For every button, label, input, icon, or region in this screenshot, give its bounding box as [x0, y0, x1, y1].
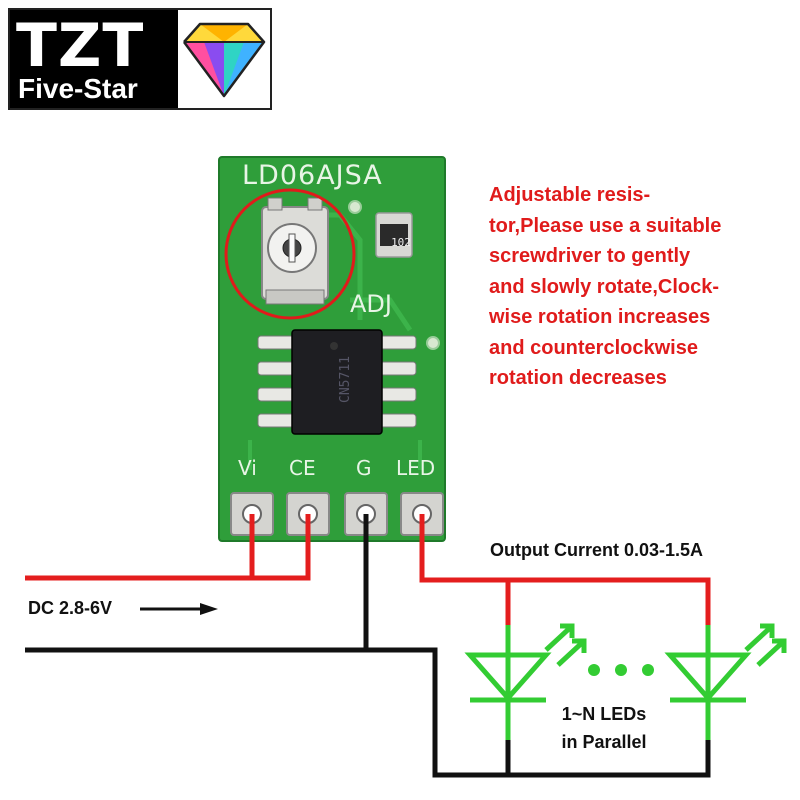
resistor-code: 102 — [391, 236, 411, 249]
chip-marking: CN5711 — [337, 356, 353, 403]
output-current-label: Output Current 0.03-1.5A — [490, 540, 704, 560]
smd-resistor — [375, 212, 413, 258]
note-line: screwdriver to gently — [489, 245, 691, 267]
ellipsis-dot — [642, 664, 654, 676]
note-line: tor,Please use a suitable — [489, 214, 722, 237]
note-line: rotation decreases — [489, 367, 667, 389]
pin-label-g: G — [356, 456, 372, 480]
pcb-trace — [350, 297, 413, 332]
adjustable-resistor — [261, 197, 329, 305]
led-output-wire — [419, 514, 711, 625]
brand-logo: TZT Five-Star — [8, 8, 272, 110]
led-symbol — [464, 623, 587, 740]
adjustment-note: Adjustable resis- tor,Please use a suita… — [489, 180, 789, 394]
ellipsis-dot — [615, 664, 627, 676]
logo-text-panel: TZT Five-Star — [10, 10, 178, 108]
input-voltage-label: DC 2.8-6V — [28, 598, 113, 618]
pin-label-ce: CE — [289, 456, 316, 480]
pin-label-led: LED — [396, 456, 436, 480]
ic-chip — [257, 329, 417, 435]
adj-label: ADJ — [350, 290, 392, 318]
pin-label-vi: Vi — [238, 456, 257, 480]
positive-input-wire — [25, 514, 311, 581]
note-line: Adjustable resis- — [489, 184, 651, 206]
ellipsis-dot — [588, 664, 600, 676]
note-line: and slowly rotate,Clock- — [489, 275, 720, 298]
logo-sub-text: Five-Star — [18, 73, 138, 104]
diamond-icon — [182, 22, 266, 98]
leds-label-line1: 1~N LEDs — [561, 704, 647, 724]
arrow-right-icon — [140, 603, 218, 615]
board-title: LD06AJSA — [242, 160, 383, 191]
highlight-circle — [224, 188, 356, 320]
note-line: wise rotation increases — [489, 306, 711, 328]
led-symbol — [664, 623, 787, 740]
logo-brand-text: TZT — [16, 11, 145, 81]
note-line: and counterclockwise — [489, 336, 698, 359]
leds-label-line2: in Parallel — [561, 732, 647, 752]
via — [348, 200, 362, 214]
leds-label: 1~N LEDs in Parallel — [540, 700, 668, 756]
via — [426, 336, 440, 350]
logo-gem-panel — [178, 10, 270, 108]
negative-wire — [25, 647, 711, 778]
